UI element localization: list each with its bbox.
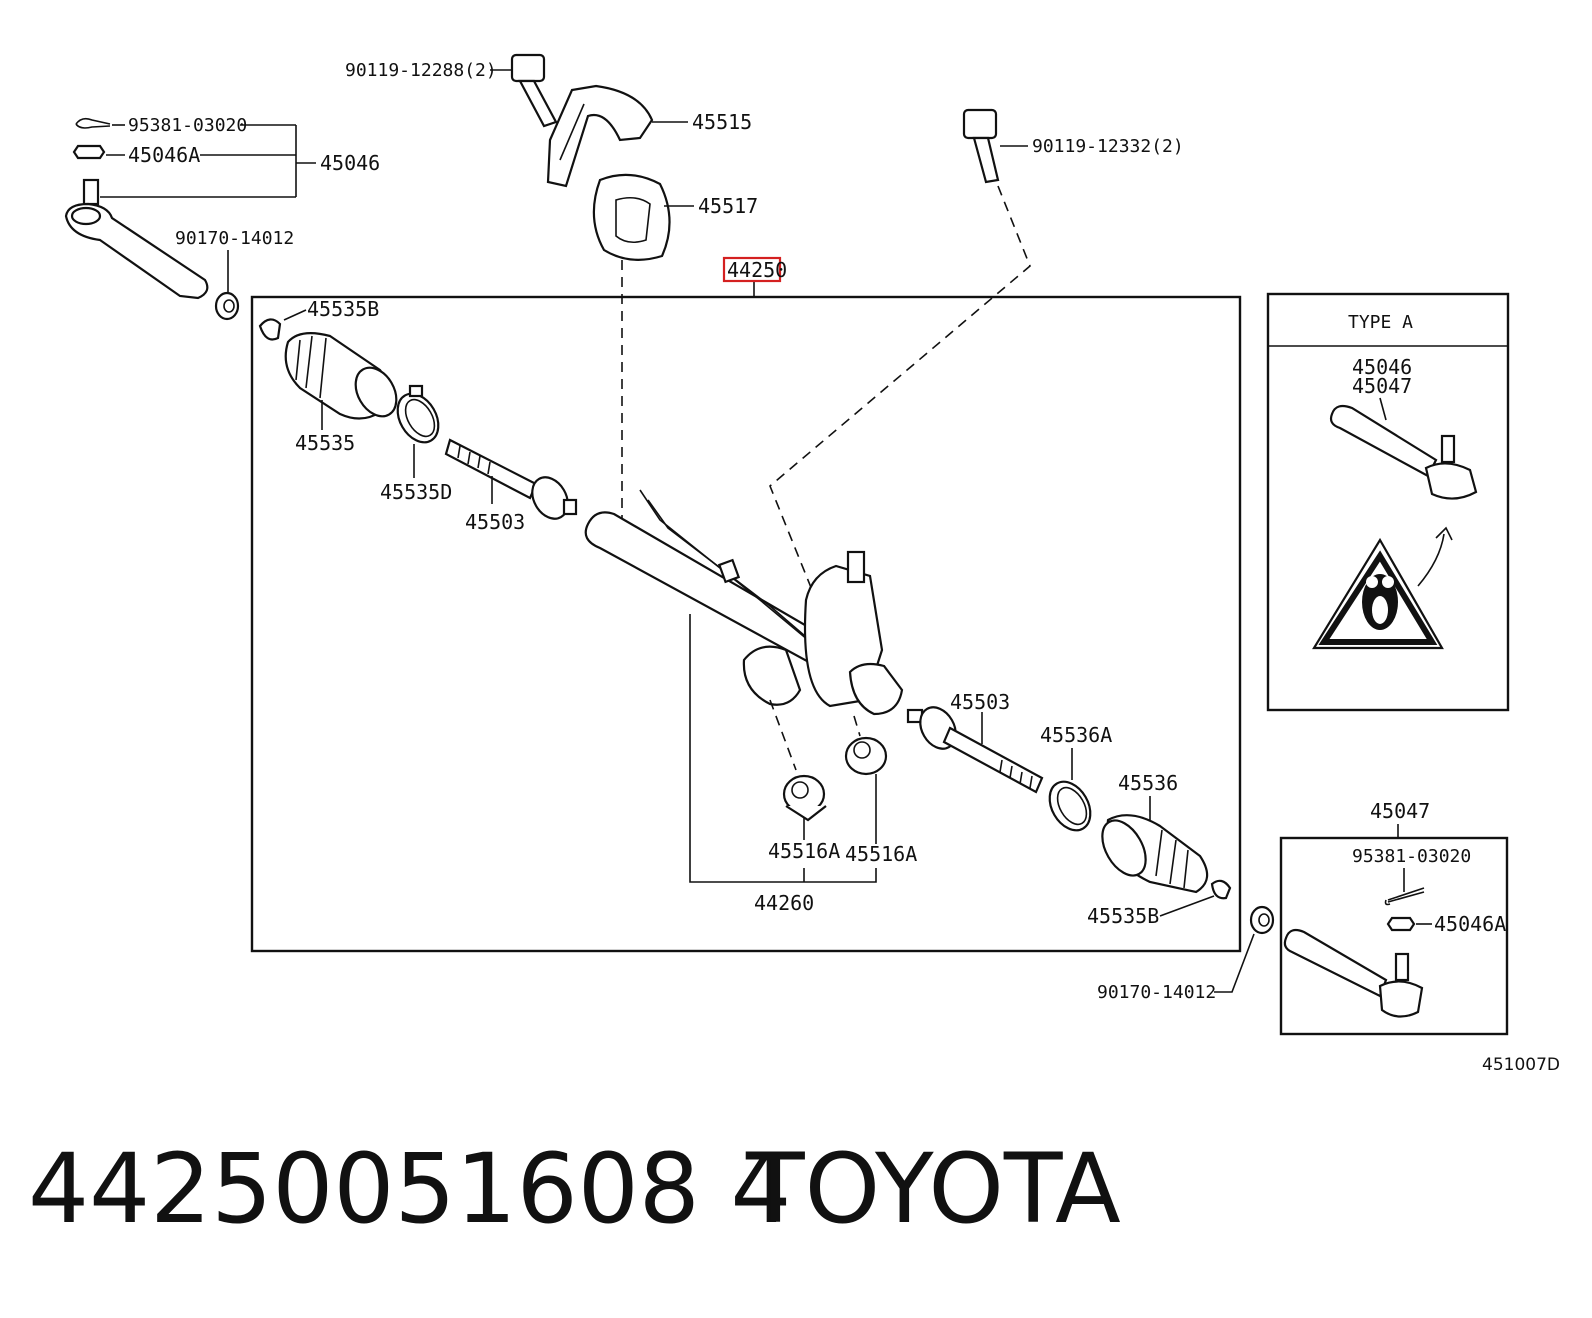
label-45535: 45535 <box>295 431 355 455</box>
label-44260: 44260 <box>754 891 814 915</box>
boot-clamp-small-right-icon <box>1210 879 1232 900</box>
assembly-frame <box>250 295 1242 953</box>
castle-nut-left-icon <box>72 144 106 160</box>
label-90119-12332: 90119-12332(2) <box>1032 136 1184 157</box>
label-44250[interactable]: 44250 <box>727 258 787 282</box>
bolt-top-right-icon <box>962 108 1000 184</box>
type-a-box <box>1266 292 1510 712</box>
castle-nut-right-icon <box>1386 916 1416 932</box>
label-95381-03020-left: 95381-03020 <box>128 115 247 136</box>
label-45515: 45515 <box>692 110 752 134</box>
bushing-b-icon <box>844 736 888 776</box>
label-45046A-right: 45046A <box>1434 912 1506 936</box>
type-a-part-2: 45047 <box>1352 374 1412 398</box>
bolt-top-left-icon <box>510 53 558 128</box>
label-45536: 45536 <box>1118 771 1178 795</box>
footer-part-number: 44250051608 4 <box>28 1133 791 1245</box>
lock-nut-right-icon <box>1249 905 1275 935</box>
label-45047: 45047 <box>1370 799 1430 823</box>
tie-rod-end-right-icon <box>1283 928 1424 1018</box>
clamp-right-icon <box>1048 780 1092 832</box>
label-90170-14012-left: 90170-14012 <box>175 228 294 249</box>
boot-clamp-small-left-icon <box>258 318 282 341</box>
label-45503-left: 45503 <box>465 510 525 534</box>
label-45046-group: 45046 <box>320 151 380 175</box>
label-45516A-a: 45516A <box>768 839 840 863</box>
boot-left-icon <box>284 331 398 420</box>
label-90170-14012-right: 90170-14012 <box>1097 982 1216 1003</box>
label-45535D: 45535D <box>380 480 452 504</box>
type-a-part-1: 45046 <box>1352 355 1412 379</box>
assembly-highlight-box[interactable] <box>722 256 782 283</box>
inner-tie-rod-right-icon <box>906 706 1044 794</box>
label-45517: 45517 <box>698 194 758 218</box>
grommet-icon <box>592 173 671 261</box>
bushing-a-icon <box>782 774 827 822</box>
label-90119-12288: 90119-12288(2) <box>345 60 497 81</box>
type-a-title: TYPE A <box>1348 312 1413 333</box>
label-95381-03020-right: 95381-03020 <box>1352 846 1471 867</box>
label-45535B-right: 45535B <box>1087 904 1159 928</box>
inner-tie-rod-left-icon <box>444 438 578 520</box>
label-45503-right: 45503 <box>950 690 1010 714</box>
footer-brand: TOYOTA <box>745 1133 1121 1245</box>
lock-nut-left-icon <box>214 291 240 321</box>
label-45046A-left: 45046A <box>128 143 200 167</box>
tie-rod-end-type-a-icon <box>1329 404 1478 500</box>
tie-rod-end-right-box <box>1279 836 1509 1036</box>
rack-housing-icon <box>584 489 904 716</box>
label-45535B-left: 45535B <box>307 297 379 321</box>
cotter-pin-left-icon <box>75 117 111 129</box>
curved-arrow-icon <box>1417 526 1453 587</box>
bracket-icon <box>546 84 654 188</box>
boot-right-icon <box>1101 814 1209 894</box>
clamp-left-icon <box>396 384 440 444</box>
tie-rod-end-left-icon <box>64 178 209 300</box>
cotter-pin-right-icon <box>1384 887 1425 906</box>
diagram-code: 451007D <box>1482 1055 1560 1075</box>
label-45536A: 45536A <box>1040 723 1112 747</box>
owl-warning-icon <box>1312 537 1444 650</box>
label-45516A-b: 45516A <box>845 842 917 866</box>
